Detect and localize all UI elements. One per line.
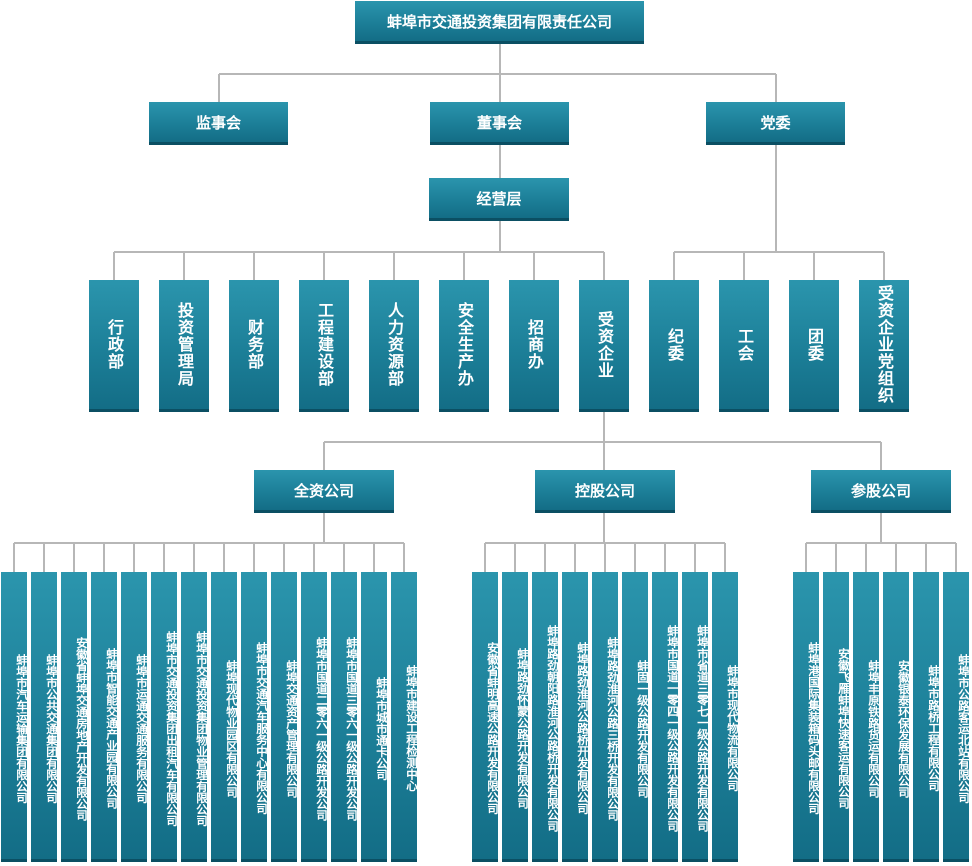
company-box: 蚌埠市国道二零六一级公路开发公司 bbox=[301, 572, 329, 862]
company-box: 蚌埠交通资产管理有限公司 bbox=[271, 572, 299, 862]
company-box: 蚌埠市运通交通服务有限公司 bbox=[121, 572, 149, 862]
party-org-box: 团委 bbox=[789, 280, 839, 412]
company-box: 蚌埠市公共交通集团有限公司 bbox=[31, 572, 59, 862]
holding-group: 控股公司 bbox=[535, 470, 675, 513]
company-box: 蚌埠市交通汽车服务中心有限公司 bbox=[241, 572, 269, 862]
party-org-box: 工会 bbox=[719, 280, 769, 412]
invested-enterprises-box: 受资企业 bbox=[579, 280, 629, 412]
company-box: 蚌埠市公路客运北站有限公司 bbox=[943, 572, 971, 862]
company-box: 蚌埠市交通投资集团物业管理有限公司 bbox=[181, 572, 209, 862]
department-box: 投资管理局 bbox=[159, 280, 209, 412]
party-org-box: 纪委 bbox=[649, 280, 699, 412]
company-box: 蚌埠市现代物流有限公司 bbox=[712, 572, 740, 862]
department-box: 人力资源部 bbox=[369, 280, 419, 412]
company-box: 蚌埠市交通投资集团出租汽车有限公司 bbox=[151, 572, 179, 862]
root-company: 蚌埠市交通投资集团有限责任公司 bbox=[355, 1, 644, 44]
company-box: 蚌埠路劲朝阳路淮河公路桥开发有限公司 bbox=[532, 572, 560, 862]
company-box: 蚌埠市智能交通产业园有限公司 bbox=[91, 572, 119, 862]
company-box: 蚌埠市建设工程检测中心 bbox=[391, 572, 419, 862]
company-box: 蚌埠市城市通卡公司 bbox=[361, 572, 389, 862]
company-box: 蚌埠路劲淮河公路桥开发有限公司 bbox=[562, 572, 590, 862]
company-box: 蚌埠市国道一零四一级公路开发有限公司 bbox=[652, 572, 680, 862]
party-org-box: 受资企业党组织 bbox=[859, 280, 909, 412]
party-committee: 党委 bbox=[706, 102, 845, 145]
company-box: 蚌埠市汽车运输集团有限公司 bbox=[1, 572, 29, 862]
management-layer: 经营层 bbox=[429, 178, 569, 221]
department-box: 行政部 bbox=[89, 280, 139, 412]
company-box: 蚌埠路劲淮河公路三桥开发有限公司 bbox=[592, 572, 620, 862]
company-box: 安徽省蚌明高速公路开发有限公司 bbox=[472, 572, 500, 862]
company-box: 安徽省蚌埠交通房地产开发有限公司 bbox=[61, 572, 89, 862]
department-box: 工程建设部 bbox=[299, 280, 349, 412]
department-box: 财务部 bbox=[229, 280, 279, 412]
company-box: 蚌埠现代物业园区有限公司 bbox=[211, 572, 239, 862]
company-box: 蚌固一级公路开发有限公司 bbox=[622, 572, 650, 862]
company-box: 蚌埠市路桥工程有限公司 bbox=[913, 572, 941, 862]
supervisory-board: 监事会 bbox=[149, 102, 288, 145]
company-box: 蚌埠路劲怀蒙公路开发有限公司 bbox=[502, 572, 530, 862]
equity-participation-group: 参股公司 bbox=[811, 470, 951, 513]
company-box: 蚌埠港国际集装箱码头邮有限公司 bbox=[793, 572, 821, 862]
company-box: 安徽飞雁蚌埠快速客运有限公司 bbox=[823, 572, 851, 862]
department-box: 安全生产办 bbox=[439, 280, 489, 412]
company-box: 安徽银泰环保发展有限公司 bbox=[883, 572, 911, 862]
wholly-owned-group: 全资公司 bbox=[254, 470, 394, 513]
company-box: 蚌埠市省道三零七一级公路开发有限公司 bbox=[682, 572, 710, 862]
company-box: 蚌埠市国道三零六一级公路开发公司 bbox=[331, 572, 359, 862]
company-box: 蚌埠丰原铁路货运有限公司 bbox=[853, 572, 881, 862]
board-of-directors: 董事会 bbox=[430, 102, 569, 145]
department-box: 招商办 bbox=[509, 280, 559, 412]
